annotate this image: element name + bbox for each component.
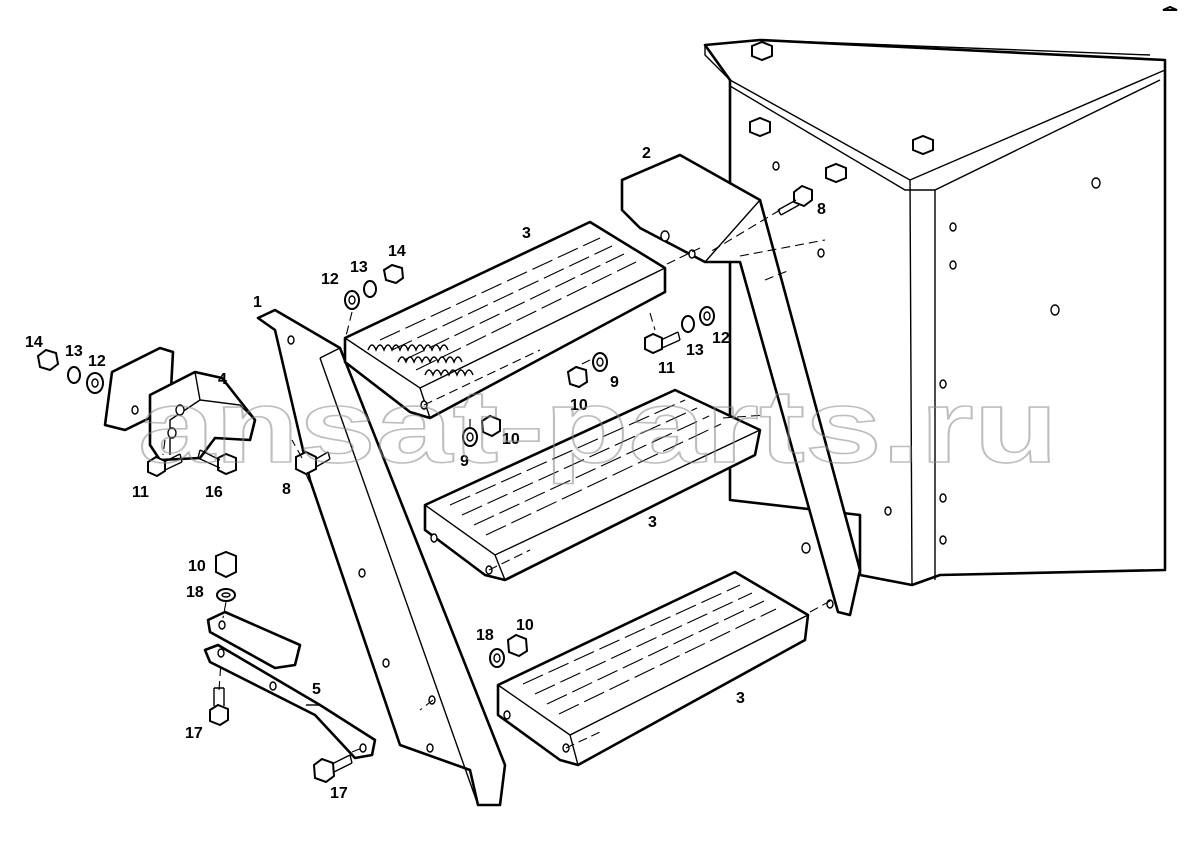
- callout-18-bottom: 18: [476, 627, 494, 644]
- callout-13-right: 13: [686, 342, 704, 359]
- lower-bracket: [203, 610, 377, 760]
- callout-16: 16: [205, 484, 223, 501]
- callout-5: 5: [312, 681, 321, 698]
- callout-10-middle: 10: [502, 431, 520, 448]
- callout-10-bottom: 10: [516, 617, 534, 634]
- bottom-step: [496, 570, 810, 767]
- callout-10-upper: 10: [570, 397, 588, 414]
- left-stringer: [256, 308, 507, 807]
- callout-4: 4: [218, 371, 227, 388]
- watermark-text: ansat-parts.ru: [138, 369, 1058, 485]
- right-stringer: [620, 153, 862, 617]
- callout-labels: 1 2 3 3 3 4 5 8 8 9 9 10 10 10 10 11 11 …: [25, 145, 826, 802]
- callout-8-right: 8: [817, 201, 826, 218]
- callout-12-top: 12: [321, 271, 339, 288]
- callout-2: 2: [642, 145, 651, 162]
- callout-9-lower: 9: [460, 453, 469, 470]
- callout-17-bottom: 17: [330, 785, 348, 802]
- callout-14-top: 14: [388, 243, 406, 260]
- callout-14-left: 14: [25, 334, 43, 351]
- middle-step: [423, 388, 762, 582]
- callout-12-left: 12: [88, 353, 106, 370]
- callout-10-left: 10: [188, 558, 206, 575]
- top-step: [343, 220, 667, 420]
- callout-11-left: 11: [132, 484, 149, 501]
- callout-1: 1: [253, 294, 262, 311]
- callout-11-right: 11: [658, 360, 675, 377]
- hardware: [36, 184, 813, 784]
- callout-8-left: 8: [282, 481, 291, 498]
- callout-17-left: 17: [185, 725, 203, 742]
- callout-9-upper: 9: [610, 374, 619, 391]
- callout-13-left: 13: [65, 343, 83, 360]
- callout-12-right: 12: [712, 330, 730, 347]
- callout-3-middle: 3: [648, 514, 657, 531]
- callout-3-top: 3: [522, 225, 531, 242]
- bracket-assembly: [103, 346, 257, 462]
- assembly-lines: [162, 209, 833, 753]
- cab-holes: [772, 161, 1101, 545]
- cab-bolt-heads: [749, 5, 1178, 184]
- callout-3-bottom: 3: [736, 690, 745, 707]
- callout-13-top: 13: [350, 259, 368, 276]
- callout-18-left: 18: [186, 584, 204, 601]
